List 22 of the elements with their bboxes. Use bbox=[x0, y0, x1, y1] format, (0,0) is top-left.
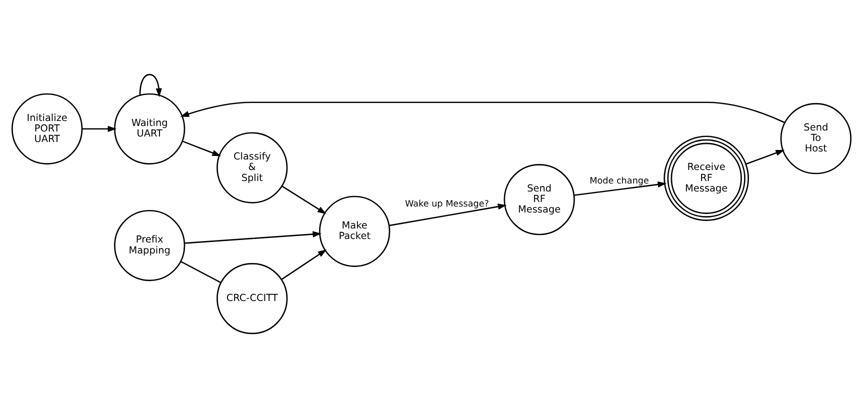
arrow bbox=[746, 150, 785, 165]
arrow bbox=[184, 231, 322, 244]
connector bbox=[180, 260, 222, 284]
arrow bbox=[388, 204, 507, 226]
arrow bbox=[180, 102, 786, 124]
edge-label: Mode change bbox=[590, 176, 649, 187]
arrow bbox=[82, 126, 117, 132]
node-circle: Waiting UART bbox=[114, 93, 186, 164]
arrow bbox=[182, 140, 222, 156]
node-circle: Receive RF Message bbox=[664, 136, 749, 222]
arrow bbox=[282, 186, 326, 214]
edge-label: Wake up Message? bbox=[404, 200, 489, 210]
node-circle: Send To Host bbox=[780, 103, 852, 174]
arrow bbox=[574, 181, 667, 196]
node-circle: Classify & Split bbox=[216, 132, 288, 204]
node-circle: CRC-CCITT bbox=[216, 262, 288, 334]
node-circle: Send RF Message bbox=[504, 164, 575, 236]
arrow bbox=[281, 249, 327, 280]
node-circle: Prefix Mapping bbox=[114, 210, 186, 282]
arrow bbox=[139, 74, 162, 98]
node-circle: Initialize PORT UART bbox=[12, 93, 83, 164]
node-circle: Make Packet bbox=[319, 196, 390, 267]
